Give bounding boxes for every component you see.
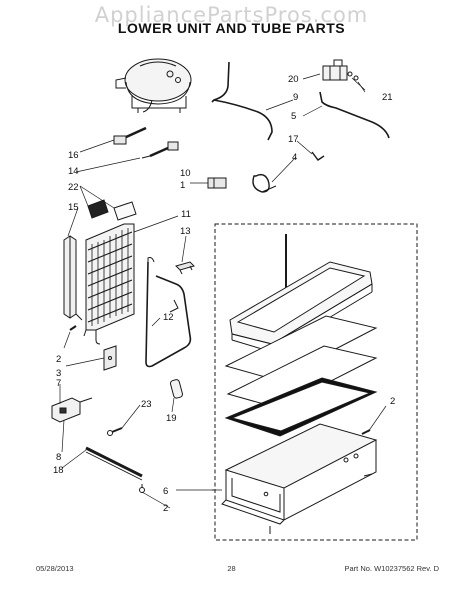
callout-3: 3: [56, 368, 61, 379]
callout-6: 6: [163, 486, 168, 497]
screw-2a-part: [69, 325, 77, 331]
clip-17-part: [311, 151, 325, 161]
callout-labels: 20 21 9 5 17 4 16 10 1 14 22 15 11 13 12…: [53, 74, 395, 514]
tube-9-part: [211, 61, 273, 141]
callout-19: 19: [166, 413, 177, 424]
tube-12-part: [145, 257, 192, 368]
callout-15: 15: [68, 202, 79, 213]
callout-20: 20: [288, 74, 299, 85]
plug-1-part: [207, 177, 227, 189]
pad-14-part: [113, 201, 137, 221]
tray-part: [229, 234, 373, 353]
bracket-3-part: [103, 345, 117, 371]
tube-5-part: [319, 91, 390, 139]
rail-18-part: [85, 446, 145, 493]
wire-10-part: [141, 141, 179, 159]
callout-22: 22: [68, 182, 79, 193]
compressor-part: [115, 58, 192, 113]
watermark: AppliancePartsPros.com: [94, 3, 369, 27]
callout-2-bottom: 2: [163, 503, 168, 514]
bracket-20-part: [322, 59, 359, 81]
callout-14: 14: [68, 166, 79, 177]
screw-23-part: [107, 427, 123, 436]
callout-10: 10: [180, 168, 191, 179]
callout-23: 23: [141, 399, 152, 410]
tube-4-part: [252, 173, 277, 193]
insulation-sheet-1: [224, 315, 378, 381]
leader-lines: [59, 73, 387, 509]
drain-pan-part: [221, 423, 378, 534]
callout-8: 8: [56, 452, 61, 463]
callout-21: 21: [382, 92, 393, 103]
callout-5: 5: [291, 111, 296, 122]
callout-2-left: 2: [56, 354, 61, 365]
callout-11: 11: [181, 209, 191, 220]
footer-page-number: 28: [227, 564, 236, 573]
insulation-sheet-3: [224, 377, 378, 437]
bracket-8-part: [51, 397, 93, 423]
footer-date: 05/28/2013: [36, 564, 74, 573]
callout-2-right: 2: [390, 396, 395, 407]
pad-22-part: [87, 199, 109, 219]
callout-9: 9: [293, 92, 298, 103]
callout-12: 12: [163, 312, 174, 323]
callout-7: 7: [56, 378, 61, 389]
bracket-15-part: [63, 235, 83, 321]
callout-18: 18: [53, 465, 64, 476]
footer-part-number: Part No. W10237562 Rev. D: [344, 564, 440, 573]
clip-13-part: [175, 261, 195, 275]
connector-16-part: [113, 126, 147, 145]
condenser-11-part: [83, 223, 135, 345]
cap-19-part: [169, 379, 183, 399]
callout-16: 16: [68, 150, 79, 161]
callout-1: 1: [180, 180, 185, 191]
page-title: LOWER UNIT AND TUBE PARTS: [117, 20, 346, 36]
callout-13: 13: [180, 226, 191, 237]
callout-17: 17: [288, 134, 299, 145]
callout-4: 4: [292, 152, 297, 163]
